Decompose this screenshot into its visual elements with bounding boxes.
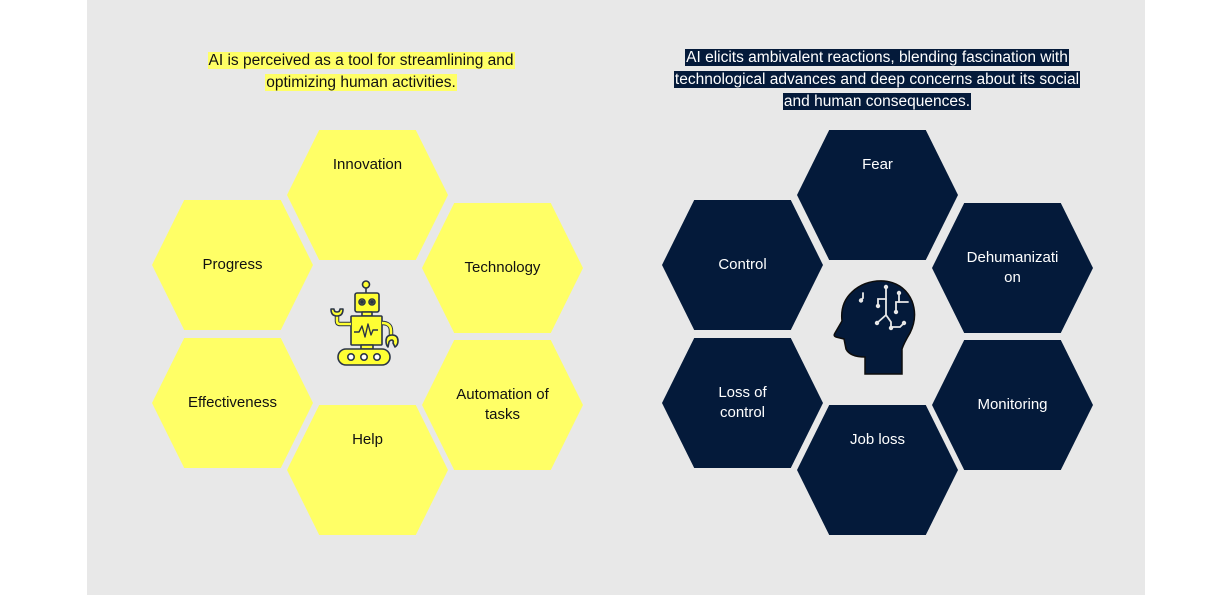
hex-loss-of-control: Loss of control xyxy=(662,338,823,468)
hex-job-loss: Job loss xyxy=(797,405,958,535)
hex-automation-of-tasks: Automation of tasks xyxy=(422,340,583,470)
right-caption-text: AI elicits ambivalent reactions, blendin… xyxy=(673,49,1081,110)
hex-effectiveness: Effectiveness xyxy=(152,338,313,468)
hex-help: Help xyxy=(287,405,448,535)
hex-label: Dehumanization xyxy=(966,249,1059,286)
right-caption: AI elicits ambivalent reactions, blendin… xyxy=(670,47,1084,113)
hex-dehumanization: Dehumanization xyxy=(932,203,1093,333)
hex-technology: Technology xyxy=(422,203,583,333)
robot-icon xyxy=(330,280,399,366)
hex-label: Control xyxy=(718,256,767,273)
ai-head-icon xyxy=(833,280,916,375)
hex-label: Fear xyxy=(862,156,893,173)
hex-label: Technology xyxy=(464,259,541,276)
left-caption-text: AI is perceived as a tool for streamlini… xyxy=(207,52,515,91)
hex-monitoring: Monitoring xyxy=(932,340,1093,470)
hex-label: Job loss xyxy=(849,431,906,448)
hex-label: Progress xyxy=(202,256,263,273)
hex-innovation: Innovation xyxy=(287,130,448,260)
hex-label: Help xyxy=(352,431,383,448)
hex-label: Automation of tasks xyxy=(456,386,549,423)
hex-label: Effectiveness xyxy=(188,394,277,411)
left-caption: AI is perceived as a tool for streamlini… xyxy=(180,50,542,94)
hex-label: Loss of control xyxy=(718,384,767,421)
hex-fear: Fear xyxy=(797,130,958,260)
hex-progress: Progress xyxy=(152,200,313,330)
hex-label: Monitoring xyxy=(977,396,1048,413)
hex-label: Innovation xyxy=(332,156,403,173)
hex-control: Control xyxy=(662,200,823,330)
